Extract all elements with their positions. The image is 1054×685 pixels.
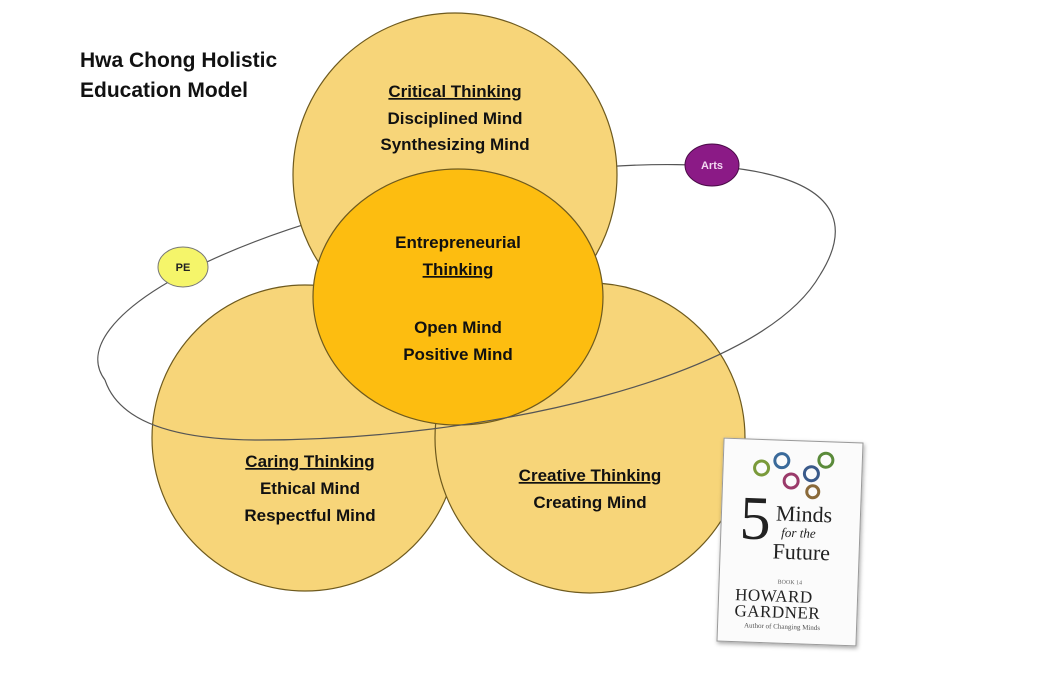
center-heading-line-1: Entrepreneurial (395, 233, 521, 252)
book-number: 5 (738, 484, 772, 554)
caring-line-1: Ethical Mind (260, 479, 360, 498)
book-author-note: Author of Changing Minds (743, 621, 821, 633)
title-line-1: Hwa Chong Holistic (80, 49, 278, 72)
caring-line-2: Respectful Mind (244, 506, 375, 525)
caring-thinking-heading: Caring Thinking (245, 452, 374, 471)
gears-icon (753, 451, 835, 500)
arts-badge-label: Arts (701, 160, 723, 172)
critical-line-1: Disciplined Mind (387, 109, 522, 128)
center-line-2: Positive Mind (403, 345, 513, 364)
critical-line-2: Synthesizing Mind (380, 135, 529, 154)
creative-thinking-heading: Creative Thinking (519, 466, 662, 485)
book-word-3: Future (772, 538, 831, 566)
critical-thinking-heading: Critical Thinking (388, 82, 521, 101)
orbit-front (104, 274, 821, 441)
arts-badge (684, 143, 740, 187)
title-line-2: Education Model (80, 79, 248, 102)
book-cover-image: 5 Minds for the Future BOOK 14 HOWARD GA… (716, 437, 864, 647)
book-small-text: BOOK 14 (777, 579, 803, 587)
creative-line-1: Creating Mind (533, 493, 646, 512)
center-line-1: Open Mind (414, 318, 502, 337)
book-cover-content: 5 Minds for the Future BOOK 14 HOWARD GA… (718, 439, 863, 646)
page-title: Hwa Chong Holistic Education Model (80, 46, 277, 106)
pe-badge (157, 246, 209, 288)
pe-badge-label: PE (176, 262, 191, 274)
entrepreneurial-thinking-circle (312, 168, 604, 426)
center-heading-line-2: Thinking (423, 260, 494, 279)
